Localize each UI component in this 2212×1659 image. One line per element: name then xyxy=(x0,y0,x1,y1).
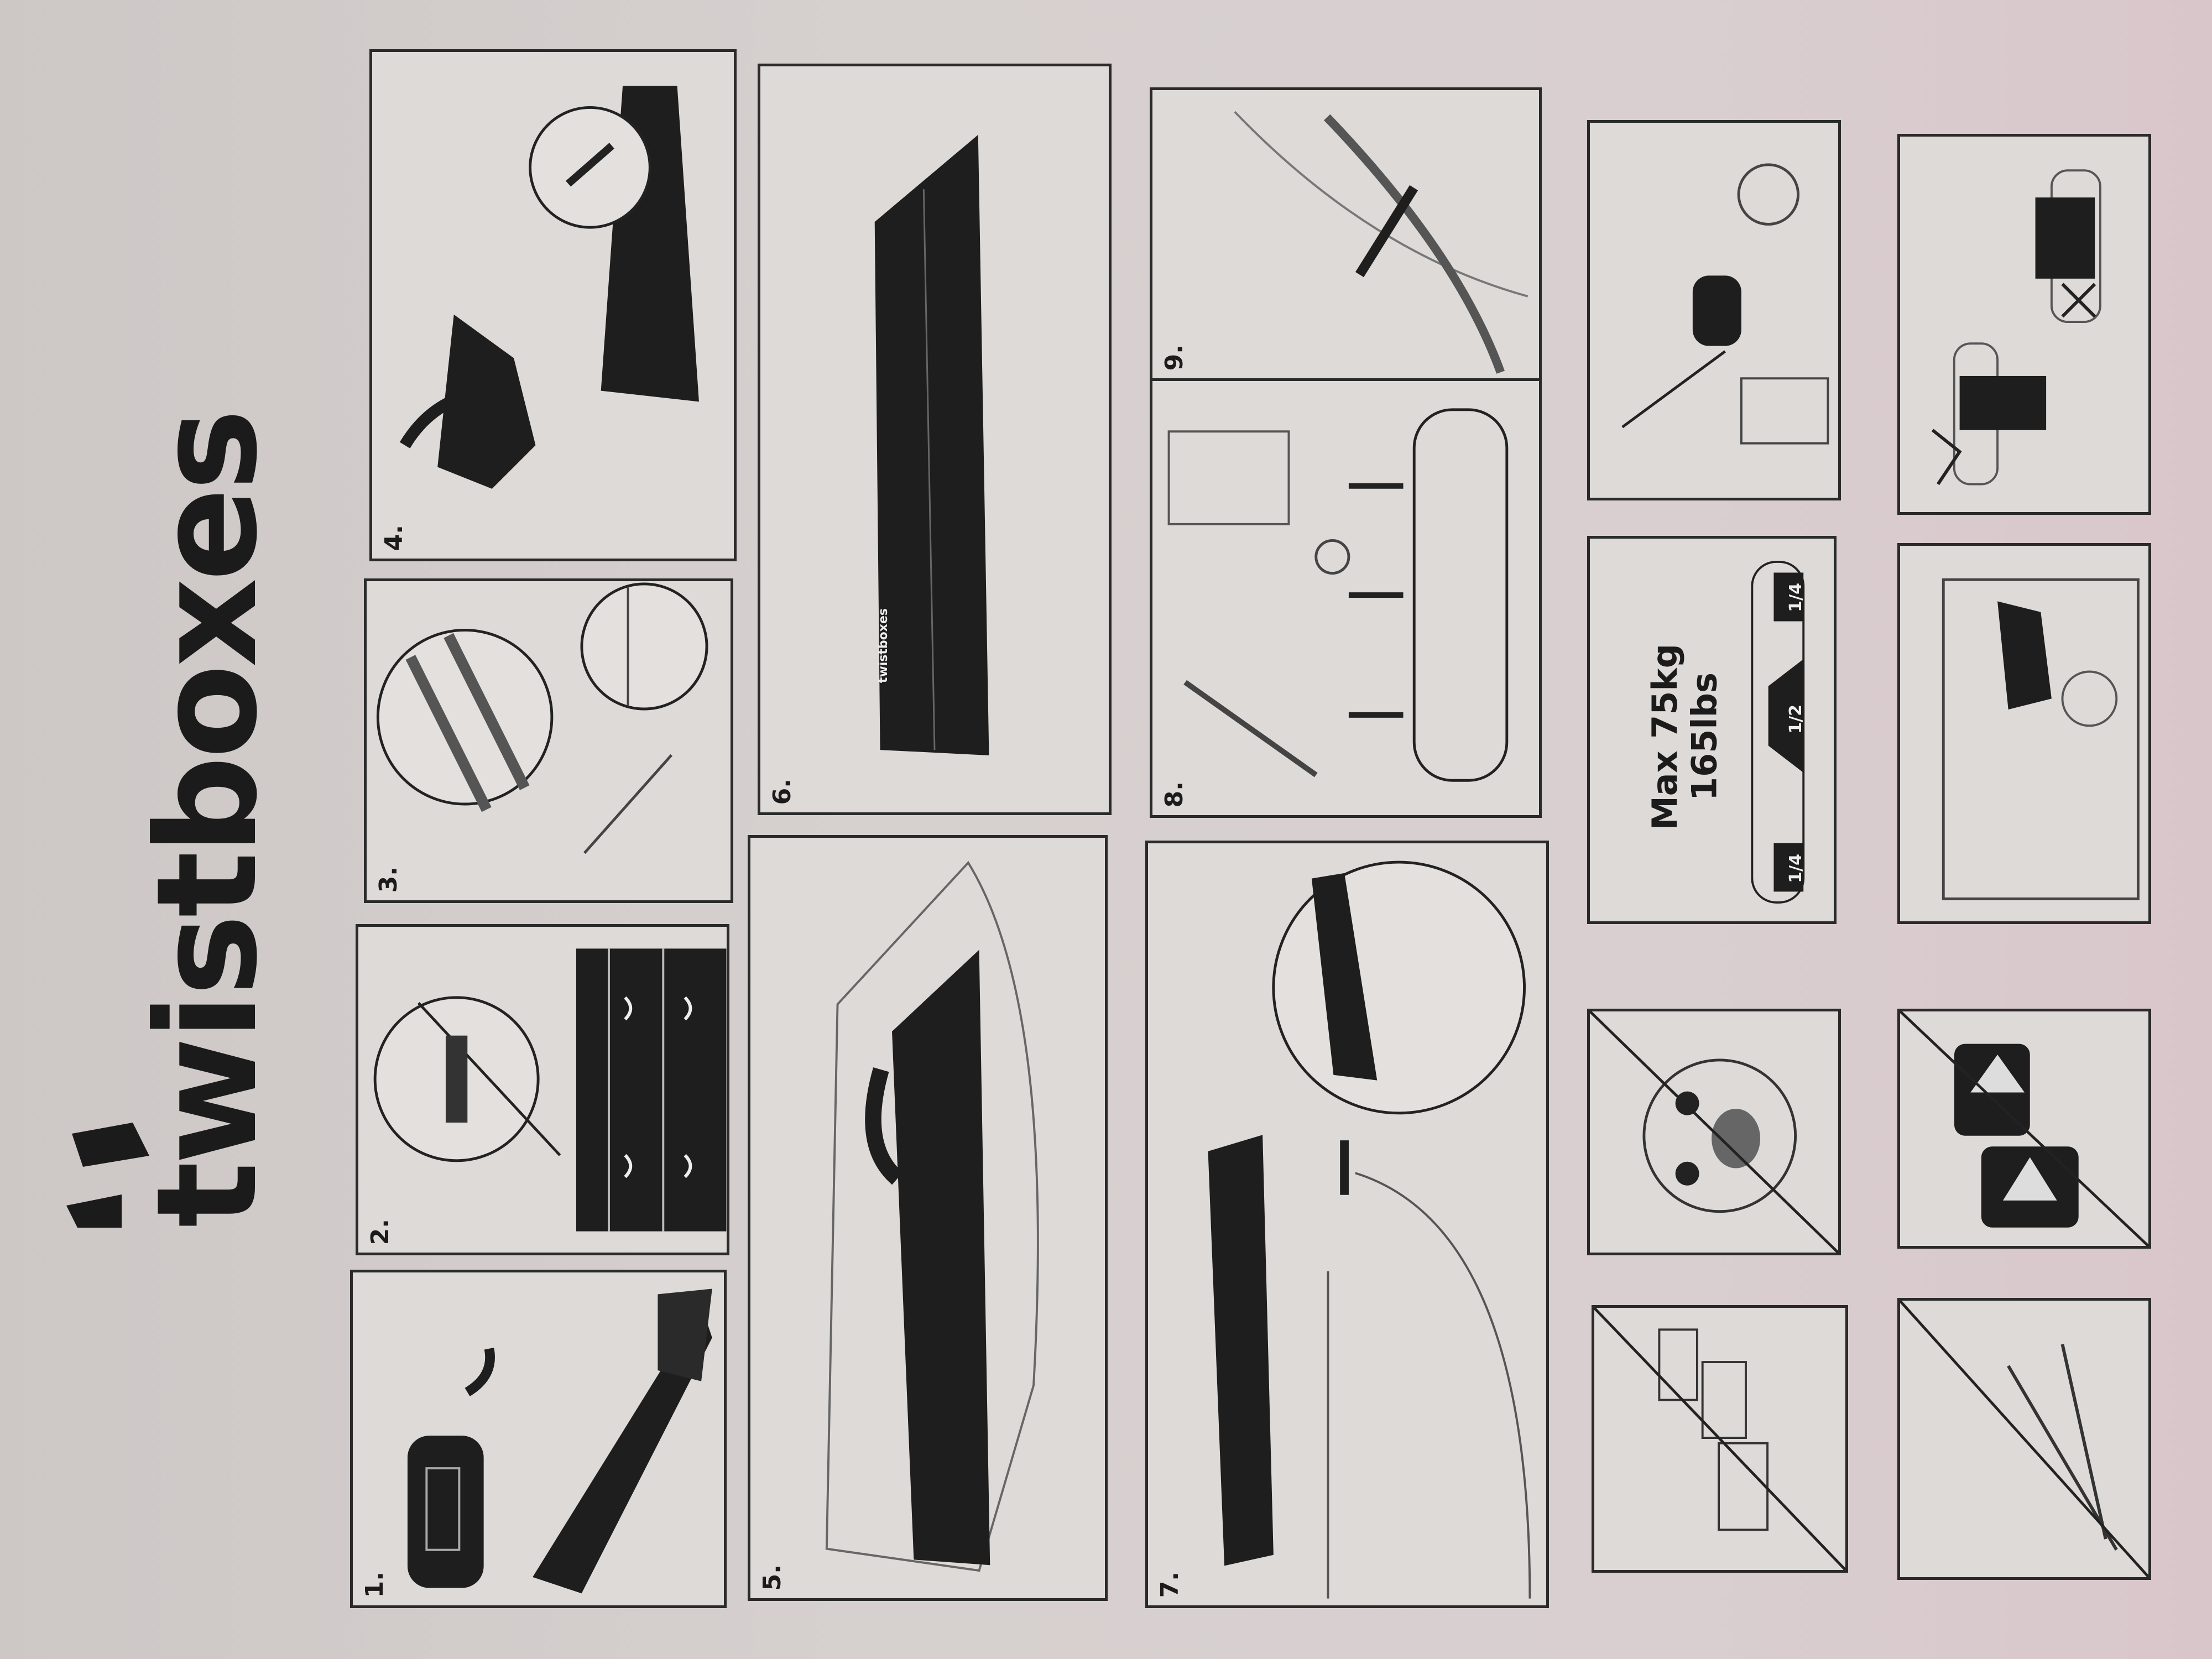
step-number: 3. xyxy=(374,866,403,893)
step-4-panel: 4. xyxy=(369,49,737,561)
blocks-crossed-icon xyxy=(1594,1308,1845,1570)
dog-crossed-icon xyxy=(1590,1011,1838,1253)
logo-mark-icon xyxy=(66,1123,149,1228)
step-3-panel: 3. xyxy=(364,578,733,903)
step-number: 6. xyxy=(768,778,796,805)
no-heavy-blocks-warning xyxy=(1592,1305,1848,1573)
max-kg: Max 75kg xyxy=(1645,644,1685,831)
step-number: 2. xyxy=(366,1218,394,1245)
garage-clearance-warning xyxy=(1897,543,2151,924)
rolled-mat-illustration xyxy=(407,1288,712,1594)
mounting-orientation-info xyxy=(1897,134,2151,515)
close-lid-illustration xyxy=(1234,111,1528,374)
place-mat-illustration xyxy=(825,860,1039,1572)
mat-logo: twistboxes xyxy=(877,608,890,684)
step-number: 5. xyxy=(758,1564,786,1590)
load-items-illustration xyxy=(1167,408,1509,782)
weight-rear: 1/4 xyxy=(1786,854,1806,883)
roof-bar-warning xyxy=(1587,120,1841,500)
roof-box-weight-distribution-icon xyxy=(1751,560,1805,904)
step-number: 8. xyxy=(1160,781,1188,807)
secure-clip-illustration xyxy=(399,86,699,489)
no-pets-warning xyxy=(1587,1009,1841,1255)
step-number: 9. xyxy=(1160,344,1188,371)
max-load-text: Max 75kg 165lbs xyxy=(1645,644,1724,830)
no-flammables-warning xyxy=(1897,1009,2151,1249)
step-7-panel: 7. xyxy=(1145,841,1549,1608)
mat-on-car-illustration xyxy=(1208,860,1531,1599)
step-5-panel: 5. xyxy=(748,835,1108,1601)
no-sharp-tools-warning xyxy=(1897,1298,2151,1580)
garage-collision-icon xyxy=(1942,578,2140,900)
step-1-panel: 1. xyxy=(350,1270,727,1608)
brand-logo: twistboxes xyxy=(66,412,288,1228)
fuel-cans-crossed-icon xyxy=(1900,1011,2148,1246)
max-lbs: 165lbs xyxy=(1684,672,1725,801)
logo-text: twistboxes xyxy=(127,412,288,1228)
axe-sword-crossed-icon xyxy=(1900,1301,2148,1577)
step-8-panel: 8. xyxy=(1150,374,1542,818)
step-2-panel: 2. xyxy=(356,924,729,1255)
weight-center: 1/2 xyxy=(1786,705,1806,734)
step-number: 7. xyxy=(1156,1571,1184,1598)
step-6-panel: twistboxes 6. xyxy=(758,64,1112,815)
weight-front: 1/4 xyxy=(1786,583,1806,612)
attach-strap-illustration xyxy=(376,582,708,854)
max-load-info: Max 75kg 165lbs 1/4 1/2 1/4 xyxy=(1587,536,1837,924)
mat-unrolled-illustration xyxy=(874,134,989,755)
step-9-panel: 9. xyxy=(1150,87,1542,381)
roof-bar-collision-icon xyxy=(1621,163,1829,445)
step-number: 1. xyxy=(361,1571,389,1598)
unfold-mat-illustration xyxy=(373,948,727,1232)
top-view-cars-icon xyxy=(1931,169,2101,486)
step-number: 4. xyxy=(380,524,408,551)
